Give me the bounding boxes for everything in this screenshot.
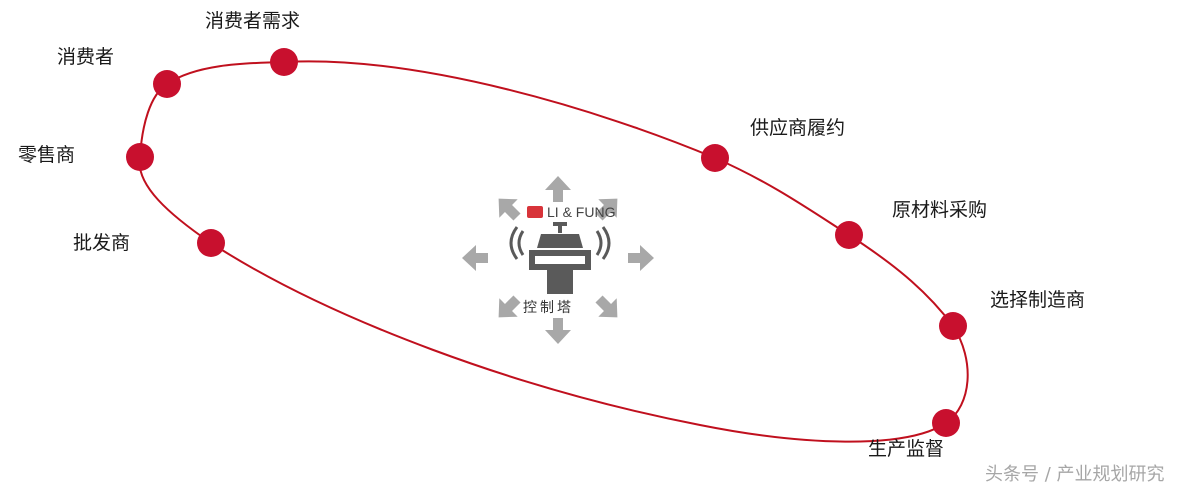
arrow-icon xyxy=(595,198,618,221)
node-dot xyxy=(701,144,729,172)
control-tower-icon xyxy=(509,222,611,294)
node-dot xyxy=(126,143,154,171)
direction-arrows xyxy=(462,176,654,344)
node-dot xyxy=(932,409,960,437)
arrow-icon xyxy=(628,245,654,271)
li-fung-logo: LI & FUNG xyxy=(527,204,615,220)
node-label: 消费者需求 xyxy=(205,10,301,32)
arrow-icon xyxy=(545,318,571,344)
node-dot xyxy=(939,312,967,340)
watermark: 头条号 / 产业规划研究 xyxy=(985,464,1165,485)
arrow-icon xyxy=(498,295,521,318)
node-label: 生产监督 xyxy=(868,438,945,460)
brand-seal xyxy=(527,206,543,218)
arrow-icon xyxy=(498,198,521,221)
node-dot xyxy=(153,70,181,98)
arrow-icon xyxy=(462,245,488,271)
node-label: 选择制造商 xyxy=(990,289,1086,311)
node-label: 零售商 xyxy=(18,144,76,166)
node-label: 消费者 xyxy=(57,46,115,68)
node-dots xyxy=(126,48,967,437)
control-tower-label: 控制塔 xyxy=(523,300,574,316)
node-label: 供应商履约 xyxy=(750,117,846,139)
node-label: 原材料采购 xyxy=(892,199,988,221)
node-label: 批发商 xyxy=(73,232,131,254)
node-dot xyxy=(270,48,298,76)
arrow-icon xyxy=(545,176,571,202)
arrow-icon xyxy=(595,295,618,318)
node-dot xyxy=(197,229,225,257)
node-dot xyxy=(835,221,863,249)
